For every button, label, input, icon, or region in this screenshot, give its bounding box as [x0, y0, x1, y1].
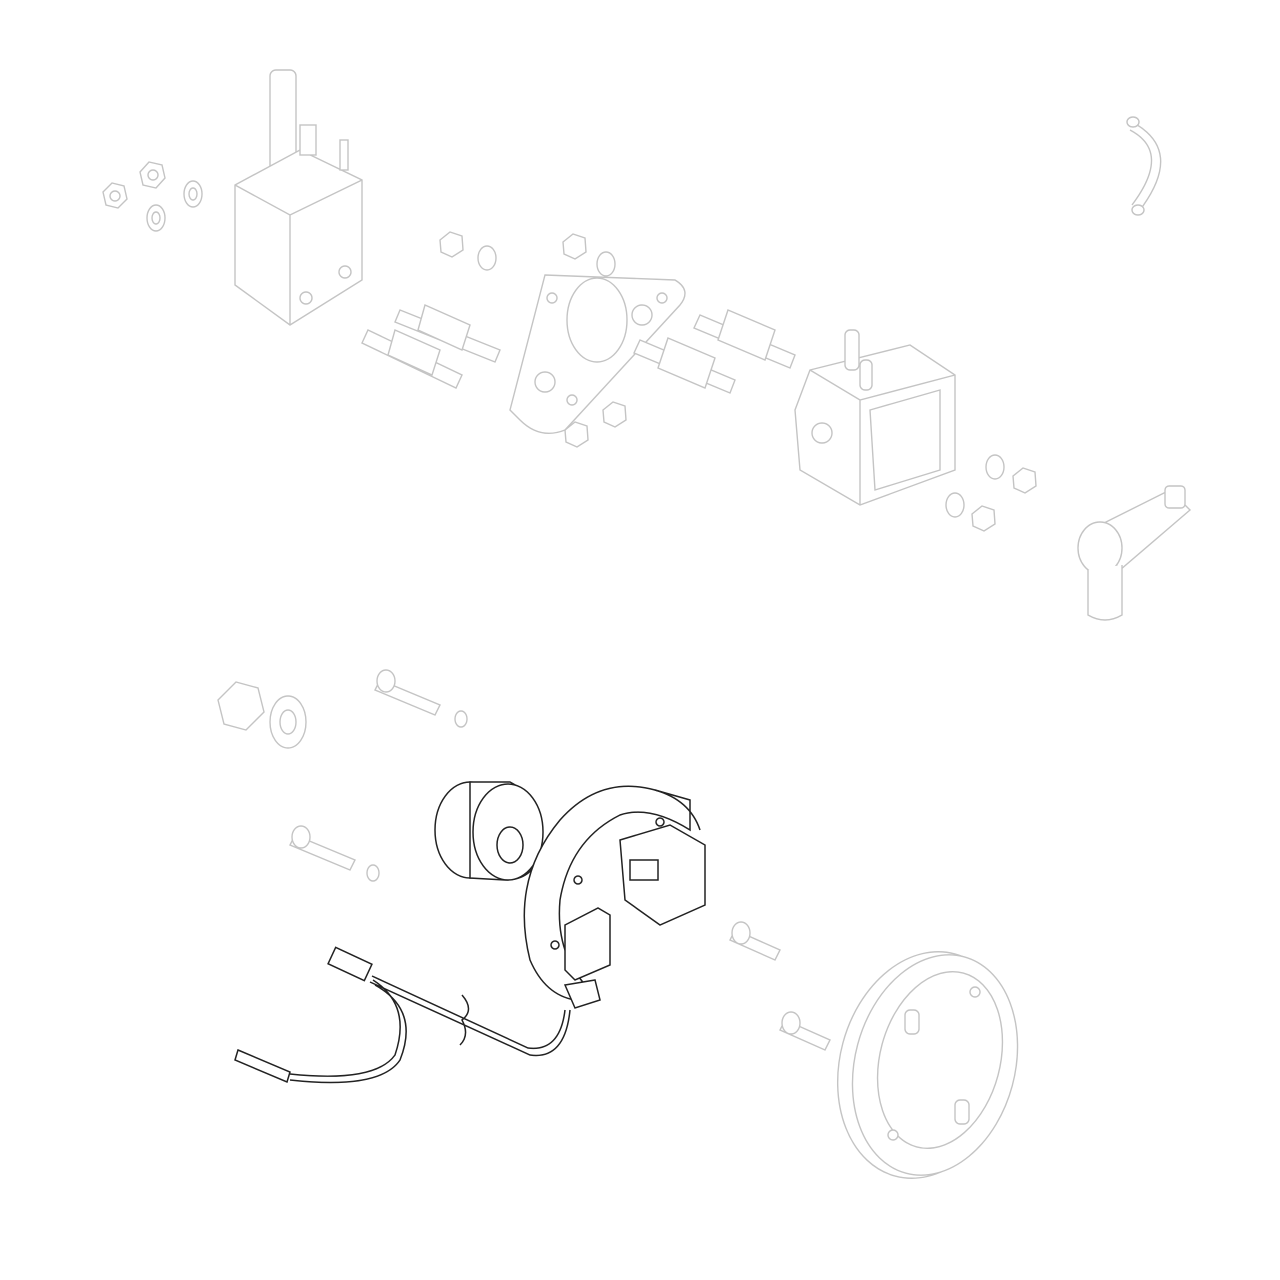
spacer-studs-left[interactable]: [361, 304, 501, 389]
carburetor-pump-body[interactable]: [794, 329, 956, 506]
flywheel-nut[interactable]: [217, 681, 307, 749]
ignition-coil[interactable]: [234, 69, 363, 326]
screw-top[interactable]: [374, 669, 468, 728]
backing-plate-ring[interactable]: [813, 932, 1041, 1198]
nuts-washers-right[interactable]: [945, 454, 1037, 532]
spacer-studs-right[interactable]: [633, 309, 796, 394]
nuts-washers-center[interactable]: [439, 231, 627, 448]
stator-wire[interactable]: [234, 946, 571, 1084]
spark-plug-boot[interactable]: [1077, 485, 1192, 621]
stator-assembly[interactable]: [523, 785, 706, 1009]
screws-right[interactable]: [729, 921, 831, 1051]
nuts-and-washers-left[interactable]: [102, 161, 203, 232]
fuel-hose[interactable]: [1126, 116, 1162, 216]
mounting-plate[interactable]: [509, 274, 686, 434]
flywheel-hub[interactable]: [434, 781, 544, 881]
screw-middle[interactable]: [289, 825, 380, 882]
